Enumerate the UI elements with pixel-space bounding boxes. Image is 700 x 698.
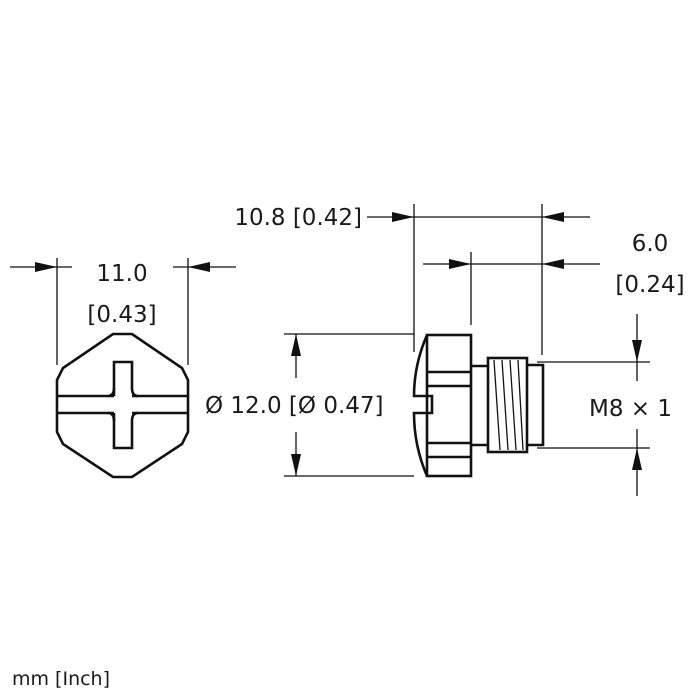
thread-length-value: 6.0 [632, 231, 669, 257]
head-diameter-label: Ø 12.0 [Ø 0.47] [205, 393, 384, 419]
head-body [425, 333, 473, 478]
side-view: 10.8 [0.42] 6.0 [0.24] Ø 12.0 [Ø 0.47] M… [205, 204, 685, 496]
thread-lines [493, 359, 524, 451]
overall-length-label: 10.8 [0.42] [234, 205, 362, 231]
thread-length-inch: [0.24] [615, 272, 684, 298]
front-view: 11.0 [0.43] [10, 258, 236, 479]
head-dome [412, 334, 434, 477]
front-width-inch: [0.43] [87, 302, 156, 328]
thread-end [527, 363, 545, 447]
thread-spec-label: M8 × 1 [589, 396, 672, 422]
cross-slot [112, 360, 139, 398]
hex-outline [55, 332, 190, 479]
thread-body [486, 356, 529, 454]
front-width-value: 11.0 [96, 261, 147, 287]
units-note: mm [Inch] [12, 668, 110, 690]
